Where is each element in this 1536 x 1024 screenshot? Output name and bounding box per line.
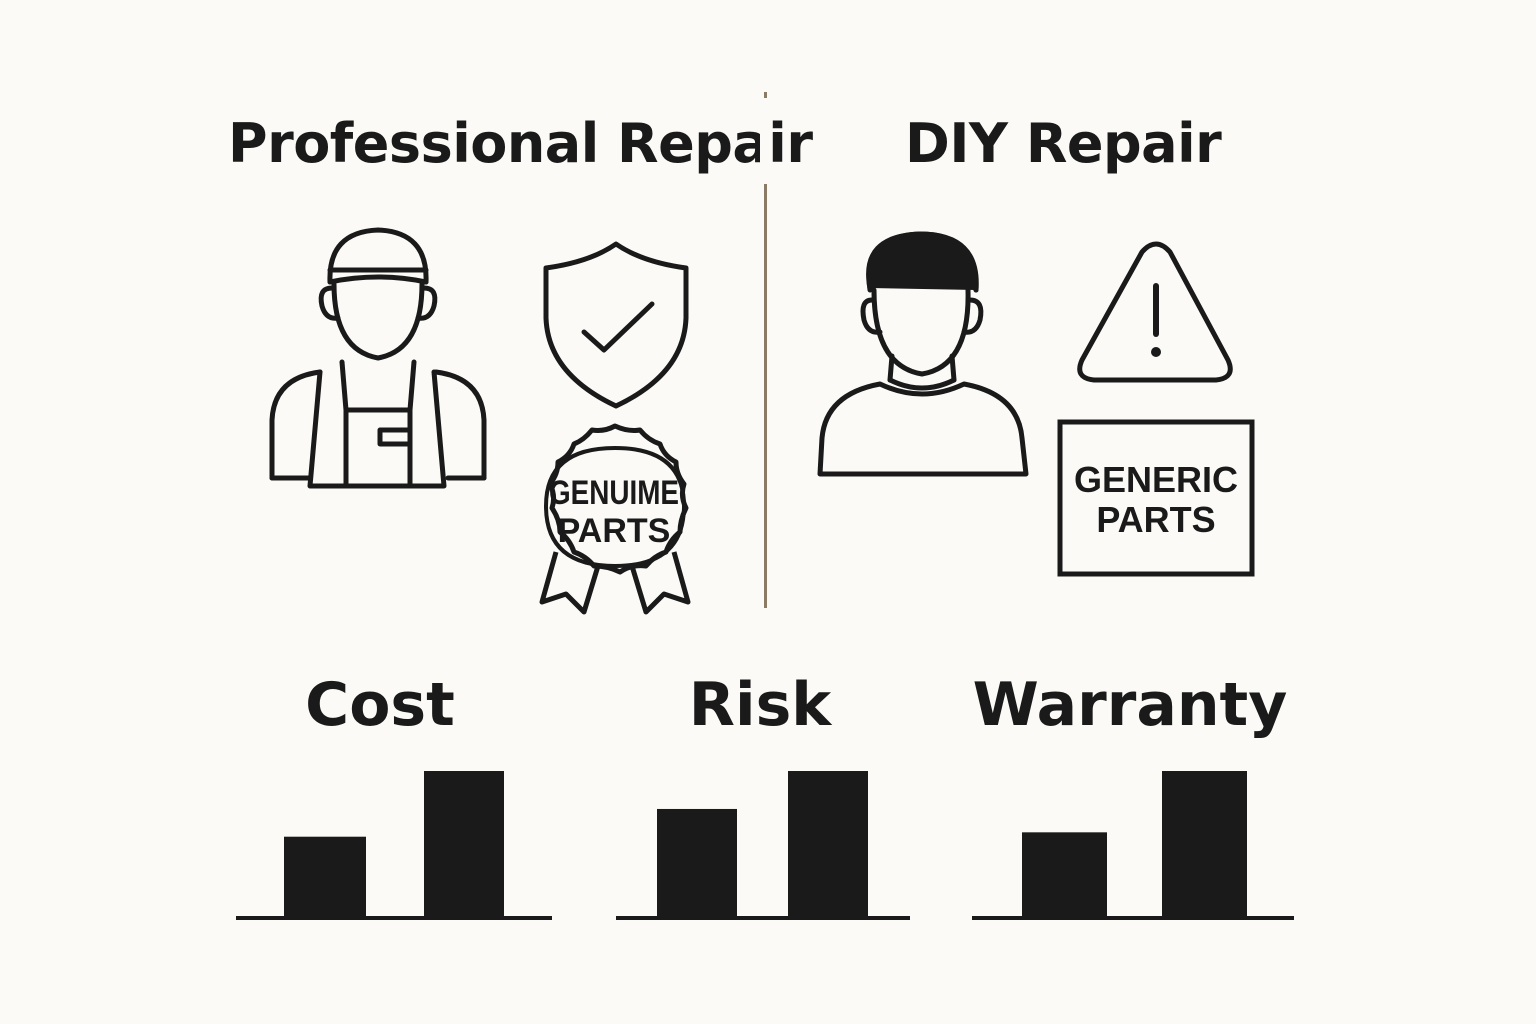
generic-parts-box-icon: GENERIC PARTS bbox=[1057, 419, 1255, 577]
generic-parts-line1: GENERIC bbox=[1074, 459, 1238, 500]
person-icon bbox=[817, 231, 1029, 477]
warranty-bar-2 bbox=[1162, 771, 1247, 917]
warranty-label: Warranty bbox=[972, 670, 1288, 740]
technician-icon bbox=[269, 227, 487, 489]
professional-repair-title: Professional Repair bbox=[228, 112, 813, 175]
genuine-parts-ribbon-icon: GENUIME PARTS bbox=[539, 423, 691, 615]
cost-bar-2 bbox=[424, 771, 504, 917]
warning-triangle-icon bbox=[1077, 241, 1233, 383]
warranty-bar-1 bbox=[1022, 832, 1107, 917]
shield-check-icon bbox=[543, 241, 689, 409]
genuine-parts-line2: PARTS bbox=[558, 512, 671, 550]
genuine-parts-line1: GENUIME bbox=[549, 474, 679, 512]
risk-bar-2 bbox=[788, 771, 868, 917]
comparison-charts bbox=[236, 771, 1294, 920]
diy-repair-title: DIY Repair bbox=[905, 112, 1222, 175]
divider-gap bbox=[760, 98, 772, 184]
cost-bar-1 bbox=[284, 836, 366, 917]
section-divider bbox=[764, 92, 767, 608]
risk-bar-1 bbox=[657, 808, 737, 917]
cost-label: Cost bbox=[305, 670, 455, 740]
generic-parts-line2: PARTS bbox=[1096, 499, 1215, 540]
risk-label: Risk bbox=[688, 670, 832, 740]
